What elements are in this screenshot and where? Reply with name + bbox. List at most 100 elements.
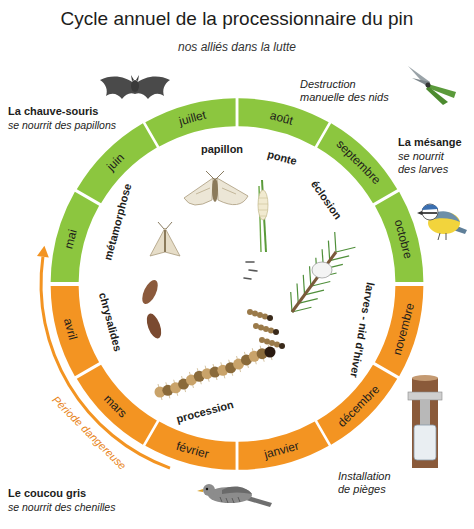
moth-figure-part xyxy=(184,178,213,205)
segment-shape-part-part xyxy=(145,98,235,146)
trap-figure-part xyxy=(408,392,442,400)
segment-shape-part-part xyxy=(375,192,423,282)
stage-label: ponte xyxy=(266,148,298,168)
cuckoo-figure-part xyxy=(197,489,203,492)
segment-shape-part xyxy=(317,124,397,204)
stage-label: papillon xyxy=(201,143,243,156)
young-larvae-figure xyxy=(244,262,257,279)
period-arrow-part xyxy=(37,246,49,258)
chrysalis-figure xyxy=(139,278,164,341)
tit-bird-figure-part xyxy=(438,233,446,240)
shears-figure-part xyxy=(426,83,431,88)
ally-note: se nourrit des larves xyxy=(398,150,454,176)
pine-branch-figure-part xyxy=(297,283,298,303)
larvae-figure xyxy=(247,309,285,349)
pine-branch-figure xyxy=(291,232,356,312)
stage-label: éclosion xyxy=(308,178,344,222)
trap-figure-part xyxy=(412,378,438,468)
bat-figure-part xyxy=(131,80,139,92)
bat-figure xyxy=(100,75,170,99)
pine-branch-figure-part xyxy=(336,247,355,252)
month-segment: septembre xyxy=(317,121,400,204)
tit-bird-figure xyxy=(417,204,467,240)
month-segment: mai xyxy=(46,193,96,286)
pine-branch-figure-part xyxy=(292,252,336,312)
bat-figure-part xyxy=(131,75,139,81)
ally-note: se nourrit des papillons xyxy=(8,119,116,132)
tit-bird-figure-part xyxy=(422,205,438,210)
cuckoo-figure-part xyxy=(222,487,252,494)
month-segment: avril xyxy=(46,282,96,375)
trap-figure xyxy=(408,375,442,468)
trap-figure-part xyxy=(414,425,436,460)
moth-figure xyxy=(184,171,248,205)
segment-shape-part-part xyxy=(51,192,99,282)
tit-bird-figure-part xyxy=(417,211,422,215)
cuckoo-figure-part xyxy=(206,488,208,490)
pine-branch-figure-part xyxy=(310,266,311,286)
segment-shape-part xyxy=(375,192,423,282)
month-segment: février xyxy=(146,425,239,475)
cuckoo-figure-part xyxy=(203,484,215,496)
stage-label: chrysalides xyxy=(96,291,124,353)
egg-sleeve-figure-part xyxy=(258,190,268,220)
month-segment: janvier xyxy=(235,425,328,475)
segment-shape-part-part xyxy=(238,98,328,146)
larvae-figure-part xyxy=(267,315,273,321)
segment-shape-part xyxy=(145,98,235,146)
segment-shape-part-part xyxy=(375,285,423,375)
caterpillar-figure-part xyxy=(265,347,276,358)
month-segment: octobre xyxy=(378,193,428,286)
egg-sleeve-figure xyxy=(258,180,268,252)
month-segment: juin xyxy=(74,121,157,204)
segment-shape-part xyxy=(375,285,423,375)
tit-bird-figure-part xyxy=(422,204,438,220)
segment-shape-part xyxy=(77,124,157,204)
ally-name: Le coucou gris xyxy=(8,487,86,500)
pine-branch-figure-part xyxy=(312,262,332,278)
chrysalis-figure-part xyxy=(144,312,164,341)
month-segment: juillet xyxy=(146,93,239,143)
segment-shape-part xyxy=(238,98,328,146)
stage-label: procession xyxy=(175,398,235,426)
subtitle: nos alliés dans la lutte xyxy=(178,40,296,54)
caterpillar-figure xyxy=(155,344,276,400)
shears-figure xyxy=(408,66,456,105)
segment-shape-part xyxy=(145,422,235,470)
resting-moth-figure-part xyxy=(164,230,166,252)
ally-name: La chauve-souris xyxy=(8,105,98,118)
shears-figure-part xyxy=(426,86,448,105)
cuckoo-figure-part xyxy=(220,497,240,503)
segment-shape-part xyxy=(51,285,99,375)
pine-branch-figure-part xyxy=(335,232,336,252)
stage-label: larves - nid d'hiver xyxy=(347,281,377,379)
moth-figure-part xyxy=(212,178,218,202)
moth-figure-part xyxy=(217,178,248,205)
moth-figure-part xyxy=(206,171,224,179)
segment-shape-part xyxy=(238,422,328,470)
pine-branch-figure-part xyxy=(303,275,304,295)
segment-shape-part-part xyxy=(77,124,157,204)
resting-moth-figure-part xyxy=(158,222,172,229)
egg-sleeve-figure-part xyxy=(258,198,268,216)
cuckoo-figure xyxy=(197,484,272,507)
control-note: Installation de pièges xyxy=(338,470,396,496)
resting-moth-figure xyxy=(150,222,180,256)
ally-note: se nourrit des chenilles xyxy=(8,501,115,514)
diagram-title: Cycle annuel de la processionnaire du pi… xyxy=(0,8,474,31)
chrysalis-figure-part xyxy=(139,278,161,307)
control-note: Destruction manuelle des nids xyxy=(300,78,396,104)
segment-shape-part-part xyxy=(145,422,235,470)
young-larvae-figure-part xyxy=(244,262,257,279)
pine-branch-figure-part xyxy=(328,241,329,261)
segment-shape-part-part xyxy=(51,285,99,375)
segment-shape-part-part xyxy=(317,124,397,204)
larvae-figure-part xyxy=(273,329,279,335)
trap-figure-part xyxy=(420,400,430,425)
tit-bird-figure-part xyxy=(422,212,437,214)
segment-shape-part xyxy=(51,192,99,282)
ally-name: La mésange xyxy=(398,136,462,149)
trap-figure-part xyxy=(412,375,438,381)
segment-shape-part-part xyxy=(238,422,328,470)
bat-figure-part xyxy=(100,77,170,99)
